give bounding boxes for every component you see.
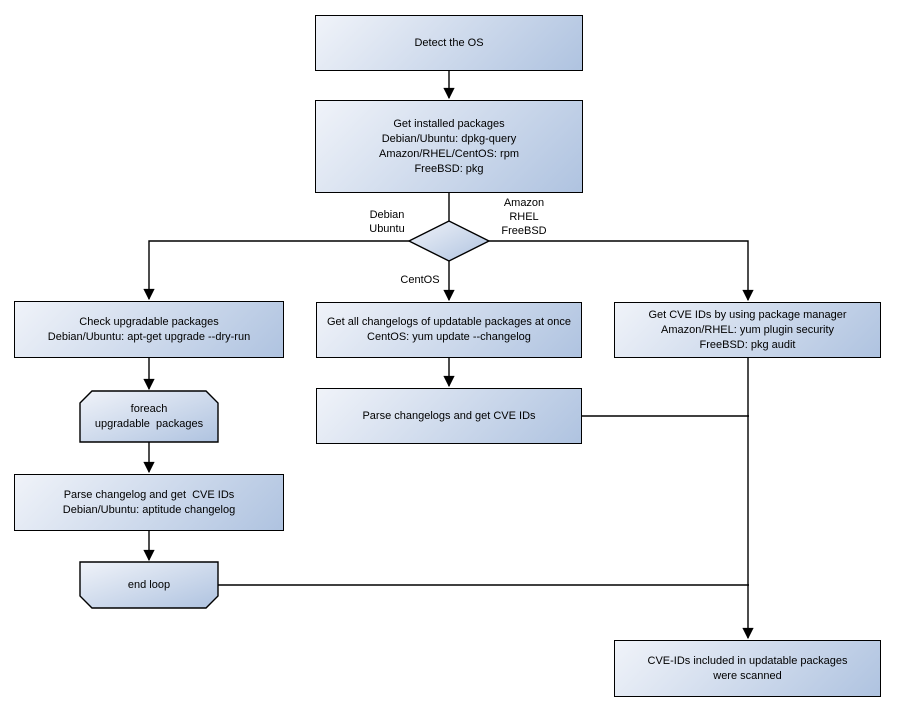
node-foreach-loop-label: foreach upgradable packages — [94, 402, 204, 430]
node-detect-os: Detect the OS — [315, 15, 583, 71]
branch-label-centos: CentOS — [400, 274, 440, 286]
branch-label-debian-ubuntu: Debian Ubuntu — [369, 208, 405, 235]
edge-decision-to-get-cve — [489, 240, 754, 302]
branch-label-amazon-rhel-freebsd: Amazon RHEL FreeBSD — [501, 196, 547, 237]
os-decision-diamond — [407, 220, 491, 262]
node-scanned-result: CVE-IDs included in updatable packages w… — [614, 640, 881, 697]
node-parse-changelogs-centos: Parse changelogs and get CVE IDs — [316, 388, 582, 444]
node-check-upgradable-packages: Check upgradable packages Debian/Ubuntu:… — [14, 301, 284, 358]
edge-decision-to-check-upgradable — [143, 240, 409, 301]
node-end-loop-label: end loop — [127, 578, 171, 591]
foreach-loop-shape — [79, 390, 219, 443]
node-get-all-changelogs-centos: Get all changelogs of updatable packages… — [316, 302, 582, 358]
node-get-installed-packages: Get installed packages Debian/Ubuntu: dp… — [315, 100, 583, 193]
node-get-cve-ids-package-manager: Get CVE IDs by using package manager Ama… — [614, 302, 881, 358]
node-parse-changelog-debian: Parse changelog and get CVE IDs Debian/U… — [14, 474, 284, 531]
end-loop-shape — [79, 561, 219, 609]
